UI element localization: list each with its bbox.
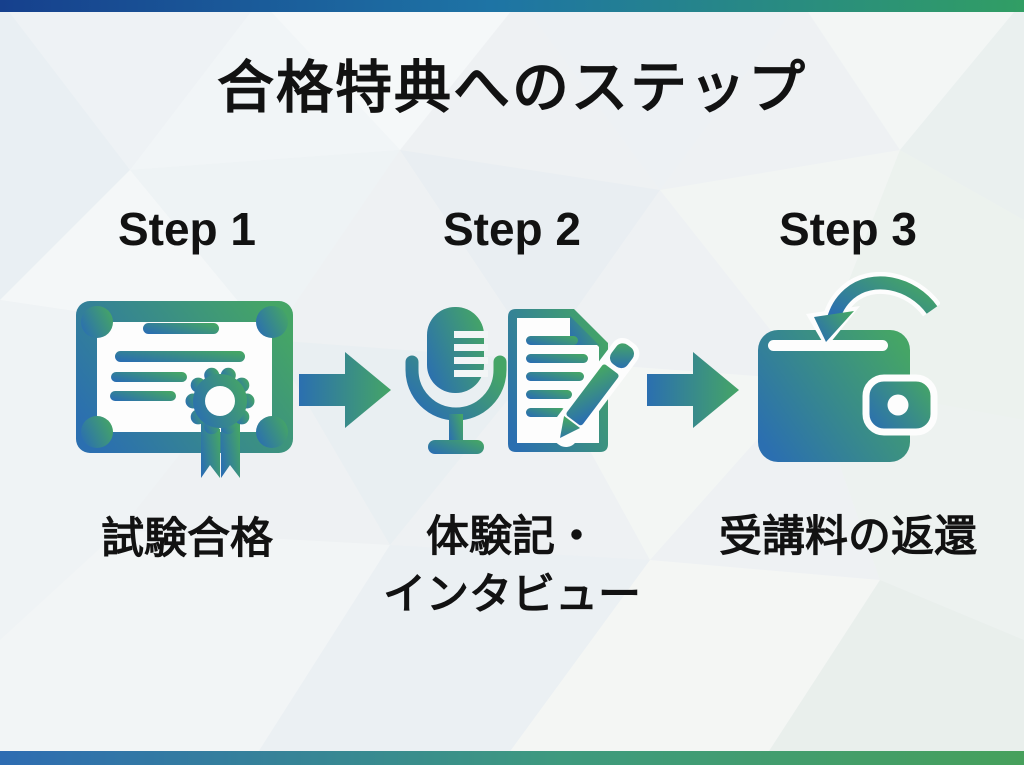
slide-title: 合格特典へのステップ [217,56,807,120]
step3-label: 受講料の返還 [719,513,977,561]
step2-label-line1: 体験記・ [426,513,598,561]
document-pen-icon [508,309,640,452]
step1-header: Step 1 [117,203,257,255]
bottom-accent-bar [0,751,1024,765]
wallet-refund-icon [758,272,940,462]
step2-label-line2: インタビュー [383,571,641,619]
top-accent-bar [0,0,1024,12]
step3-header: Step 3 [778,203,918,255]
arrow-right-icon [647,352,739,428]
certificate-icon [76,301,293,478]
step1-label: 試験合格 [101,515,273,563]
step2-header: Step 2 [442,203,582,255]
microphone-and-document-icon [405,307,640,454]
microphone-icon [405,307,507,454]
arrow-right-icon [299,352,391,428]
